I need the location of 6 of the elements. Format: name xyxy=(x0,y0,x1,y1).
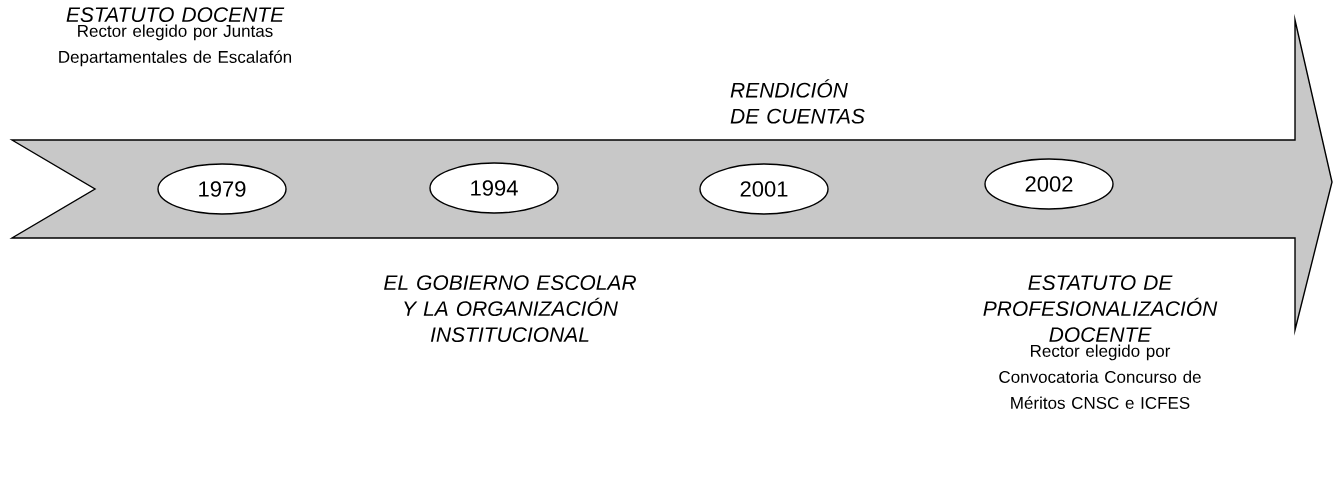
event-title: ESTATUTO DE PROFESIONALIZACIÓN DOCENTE xyxy=(983,275,1218,343)
event-title: EL GOBIERNO ESCOLAR Y LA ORGANIZACIÓN INSTITUCIONAL xyxy=(384,275,636,343)
event-note: Rector elegido por Juntas Departamentales de Escalafón xyxy=(59,24,292,67)
event-note: Rector elegido por Convocatoria Concurso de Méritos CNSC e ICFES xyxy=(999,344,1201,409)
event-title: RENDICIÓN DE CUENTAS xyxy=(730,79,865,124)
event-title: ESTATUTO DOCENTE xyxy=(66,7,285,23)
